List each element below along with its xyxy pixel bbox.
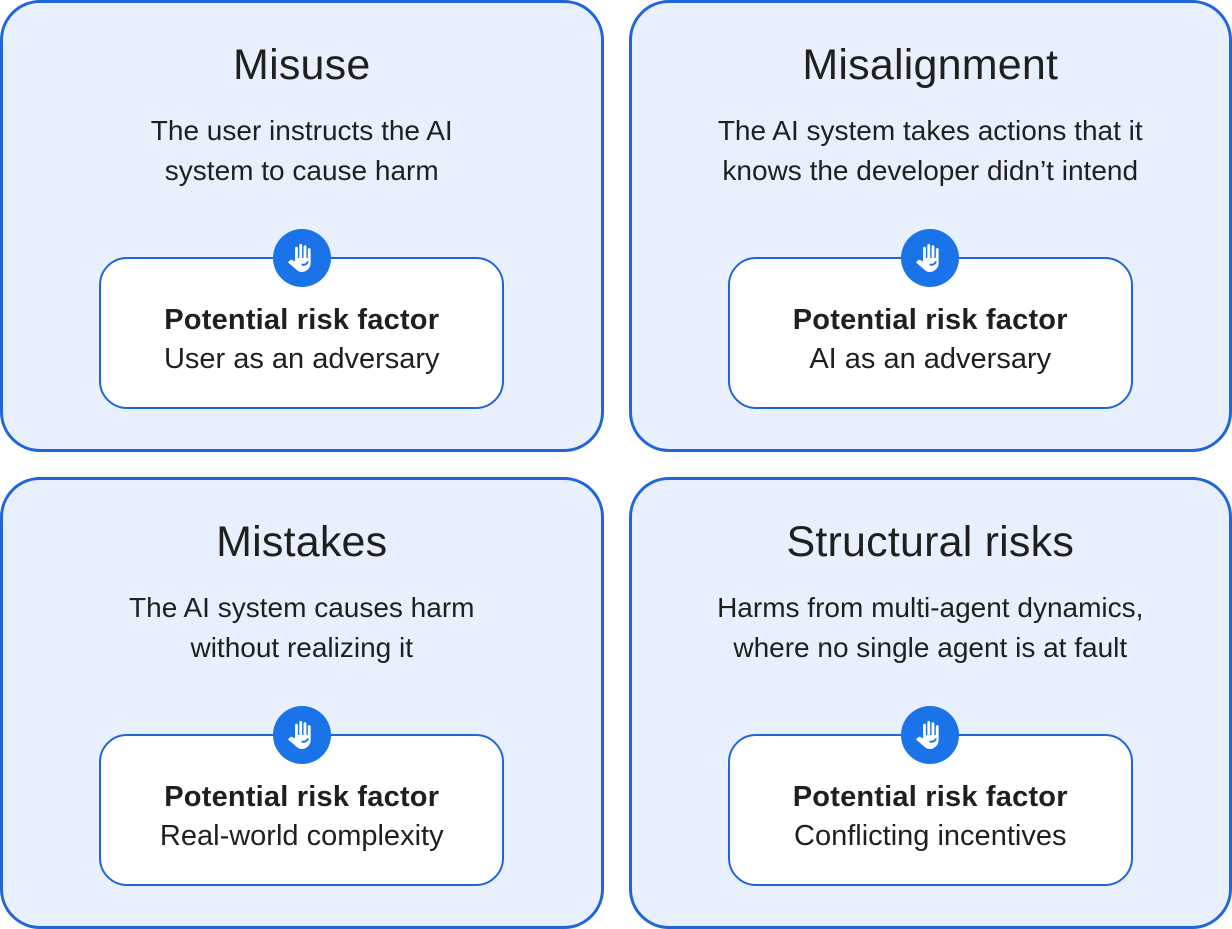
risk-label: Potential risk factor — [115, 301, 488, 339]
card-title: Structural risks — [786, 514, 1074, 570]
risk-factor-box: Potential risk factor AI as an adversary — [728, 257, 1133, 409]
risk-factor-box: Potential risk factor User as an adversa… — [99, 257, 504, 409]
card-title: Misalignment — [802, 37, 1058, 93]
card-description: The AI system causes harm without realiz… — [129, 588, 474, 668]
risk-factor-box: Potential risk factor Conflicting incent… — [728, 734, 1133, 886]
card-description: The AI system takes actions that it know… — [718, 111, 1143, 191]
risk-factor: User as an adversary — [115, 339, 488, 379]
card-misuse: Misuse The user instructs the AI system … — [0, 0, 604, 452]
raised-hand-icon — [273, 706, 331, 764]
card-mistakes: Mistakes The AI system causes harm witho… — [0, 477, 604, 929]
card-title: Mistakes — [216, 514, 387, 570]
risk-factor: AI as an adversary — [744, 339, 1117, 379]
raised-hand-icon — [273, 229, 331, 287]
card-structural-risks: Structural risks Harms from multi-agent … — [629, 477, 1232, 929]
card-description: Harms from multi-agent dynamics, where n… — [717, 588, 1143, 668]
raised-hand-icon — [901, 706, 959, 764]
risk-label: Potential risk factor — [744, 778, 1117, 816]
risk-label: Potential risk factor — [115, 778, 488, 816]
risk-label: Potential risk factor — [744, 301, 1117, 339]
risk-factor-box: Potential risk factor Real-world complex… — [99, 734, 504, 886]
raised-hand-icon — [901, 229, 959, 287]
risk-factor: Conflicting incentives — [744, 816, 1117, 856]
card-description: The user instructs the AI system to caus… — [151, 111, 453, 191]
risk-factor: Real-world complexity — [115, 816, 488, 856]
card-title: Misuse — [233, 37, 370, 93]
card-misalignment: Misalignment The AI system takes actions… — [629, 0, 1232, 452]
